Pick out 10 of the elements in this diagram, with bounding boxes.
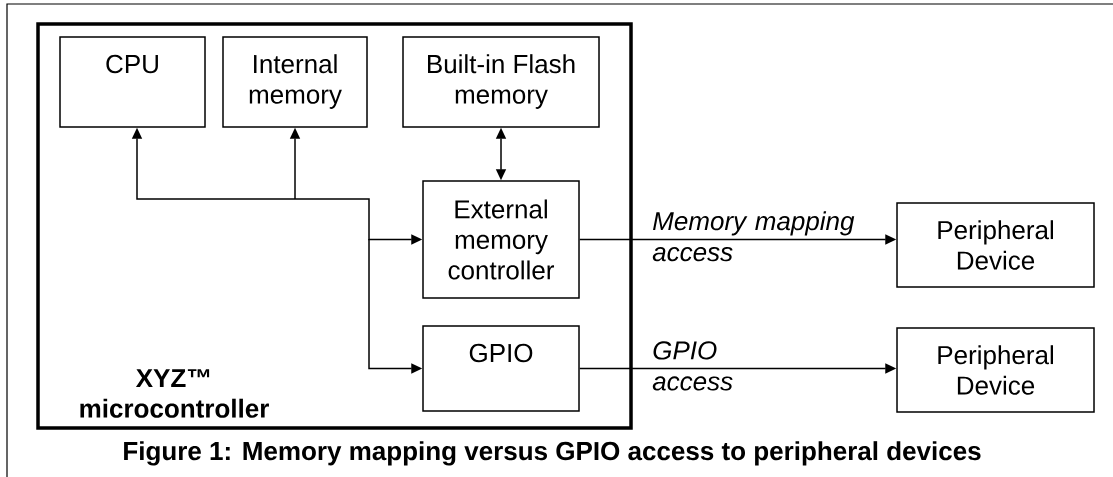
flash-box: Built-in Flash memory	[402, 36, 600, 128]
controller-box: External memory controller	[422, 180, 580, 299]
gpio-box: GPIO	[422, 325, 580, 412]
device-box: Peripheral Device	[896, 327, 1095, 413]
caption: Figure 1: Memory mapping versus GPIO access to peripheral devices	[124, 441, 981, 466]
memory-box: Internal memory	[222, 36, 368, 128]
cpu-box: CPU	[59, 36, 206, 128]
device-box: Peripheral Device	[896, 202, 1095, 288]
edge-label: GPIO access	[652, 341, 733, 391]
edge-label: Memory mapping access	[652, 211, 855, 262]
